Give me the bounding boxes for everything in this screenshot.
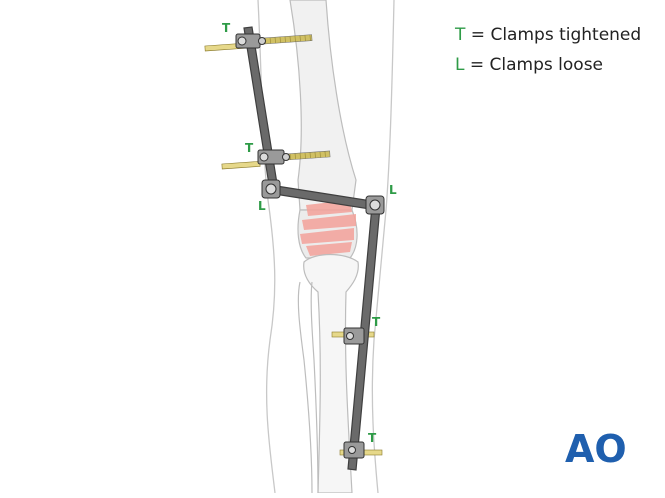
fracture-zone	[300, 200, 356, 256]
clamp-label-tibial-lower: T	[368, 431, 377, 445]
legend-key-loose: L	[455, 55, 465, 75]
clamp-femoral-upper	[235, 33, 266, 49]
legend-row-tightened: T = Clamps tightened	[455, 25, 641, 45]
clamp-label-joint-upper: L	[258, 199, 266, 213]
clamp-tibial-upper	[343, 327, 365, 345]
clamp-joint-lower	[365, 195, 385, 215]
clamp-label-femoral-upper: T	[222, 21, 231, 35]
clamp-label-tibial-upper: T	[372, 315, 381, 329]
ao-logo-text: AO	[565, 427, 627, 471]
legend-equals: =	[470, 25, 486, 45]
clamp-tibial-lower	[343, 441, 365, 459]
legend-text-tightened: Clamps tightened	[490, 25, 642, 45]
clamp-label-joint-lower: L	[389, 183, 397, 197]
legend-row-loose: L = Clamps loose	[455, 55, 603, 75]
clamp-label-femoral-lower: T	[245, 141, 254, 155]
ao-logo: AO	[565, 427, 627, 471]
legend-text-loose: Clamps loose	[489, 55, 604, 75]
fibula	[297, 281, 319, 494]
clamp-joint-upper	[261, 179, 281, 199]
legend-key-tightened: T	[455, 25, 466, 45]
legend-equals: =	[469, 55, 485, 75]
clamp-femoral-lower	[257, 149, 290, 165]
